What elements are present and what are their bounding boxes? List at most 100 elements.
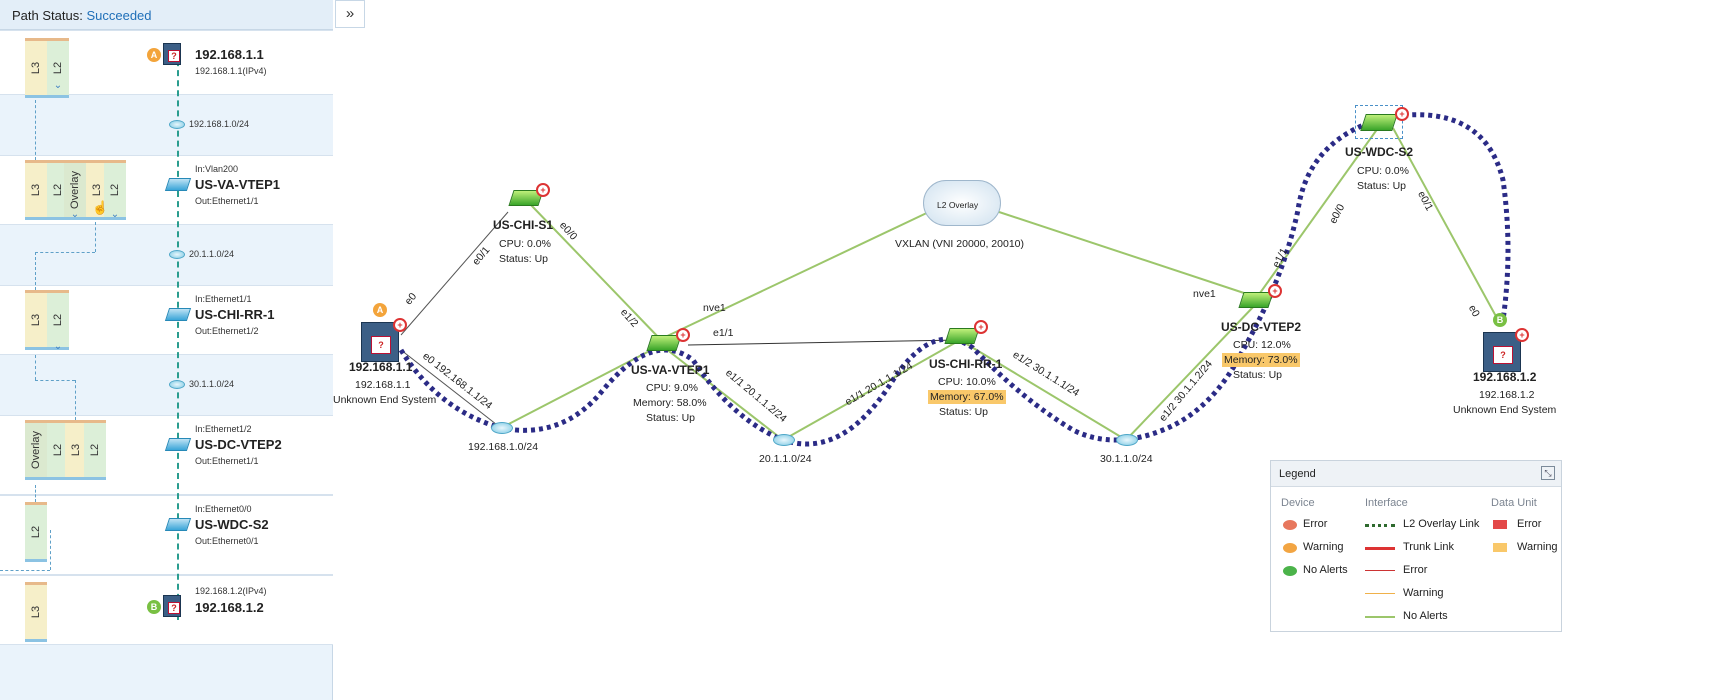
legend-data-heading: Data Unit [1491, 497, 1537, 509]
data-warning-swatch [1493, 543, 1507, 552]
subnet-row [0, 355, 333, 415]
legend-item: Error [1403, 564, 1428, 576]
chevron-down-icon[interactable]: ⌄ [53, 341, 63, 352]
source-badge: A [373, 303, 387, 317]
link-host1-subnet1[interactable] [400, 349, 502, 429]
hop-address: 192.168.1.2(IPv4) [195, 586, 267, 596]
cloud-icon[interactable] [923, 180, 1001, 226]
link-wdc-host2[interactable] [1392, 127, 1499, 321]
link-subnet2-rr[interactable] [782, 339, 961, 441]
layer-l2[interactable]: L2 [25, 502, 47, 562]
layer-l2[interactable]: L2 [84, 420, 106, 480]
layer-connector [95, 222, 96, 252]
warning-link-swatch [1365, 593, 1395, 594]
destination-badge: B [1493, 313, 1507, 327]
layer-l2[interactable]: L2 [47, 38, 69, 98]
layer-l3[interactable]: L3 [25, 160, 47, 220]
layer-connector [35, 252, 36, 290]
legend-device-heading: Device [1281, 497, 1315, 509]
node-type: Unknown End System [333, 394, 437, 406]
path-status-value: Succeeded [86, 8, 152, 23]
chevron-down-icon[interactable]: ⌄ [53, 80, 63, 91]
layer-l2[interactable]: L2 [47, 290, 69, 350]
link-chi-va[interactable] [530, 204, 662, 341]
link-host1-chi[interactable] [400, 211, 509, 336]
subnet-label: 30.1.1.0/24 [1100, 453, 1153, 465]
layer-overlay[interactable]: Overlay [25, 420, 47, 480]
node-cpu: CPU: 10.0% [938, 376, 996, 388]
link-rr-subnet3[interactable] [959, 339, 1127, 441]
node-type: Unknown End System [1453, 404, 1557, 416]
error-badge-icon: + [1515, 328, 1529, 342]
subnet-label: 20.1.1.0/24 [759, 453, 812, 465]
subnet-icon [169, 380, 185, 389]
subnet-icon [169, 120, 185, 129]
subnet-row [0, 225, 333, 285]
device-ok-icon [1283, 566, 1297, 576]
layer-l3[interactable]: L3 [25, 38, 47, 98]
link-va-cloud[interactable] [662, 209, 934, 339]
device-warning-icon [1283, 543, 1297, 553]
topology-map: L2 Overlay VXLAN (VNI 20000, 20010) + US… [333, 0, 1710, 700]
layer-connector [35, 485, 36, 502]
layer-connector [0, 570, 50, 571]
end-system-icon: ? [163, 595, 181, 617]
subnet-icon[interactable] [773, 434, 795, 446]
link-va-rr[interactable] [687, 339, 961, 346]
node-cpu: CPU: 0.0% [499, 238, 551, 250]
error-badge-icon: + [676, 328, 690, 342]
layer-l3[interactable]: L3 [86, 160, 108, 220]
legend-item: Error [1517, 518, 1542, 530]
layer-l3[interactable]: L3 [65, 420, 87, 480]
hop-row-wdc-s2[interactable] [0, 495, 333, 575]
link-cloud-dc[interactable] [992, 209, 1254, 297]
device-error-icon [1283, 520, 1297, 530]
subnet-label: 192.168.1.0/24 [189, 119, 250, 129]
subnet-icon [169, 250, 185, 259]
expand-icon[interactable]: ⤡ [1541, 466, 1555, 480]
subnet-icon[interactable] [1116, 434, 1138, 446]
node-name: US-WDC-S2 [1345, 145, 1413, 159]
switch-icon[interactable] [1360, 114, 1398, 131]
legend-item: Warning [1303, 541, 1344, 553]
link-subnet3-dc[interactable] [1125, 304, 1256, 441]
layer-connector [50, 530, 51, 570]
node-ip: 192.168.1.1 [355, 379, 411, 391]
legend-item: No Alerts [1303, 564, 1348, 576]
end-system-icon[interactable]: ? [1483, 332, 1521, 372]
legend-item: Warning [1403, 587, 1444, 599]
link-dc-wdc[interactable] [1254, 127, 1379, 301]
end-system-icon[interactable]: ? [361, 322, 399, 362]
hop-name: 192.168.1.1 [195, 47, 264, 62]
layer-overlay[interactable]: Overlay [64, 160, 86, 220]
legend-title: Legend [1279, 468, 1316, 480]
chevron-down-icon[interactable]: ⌄ [70, 209, 80, 220]
subnet-icon[interactable] [491, 422, 513, 434]
layer-l3[interactable]: L3 [25, 290, 47, 350]
hop-in-interface: In:Ethernet1/2 [195, 424, 252, 434]
legend-item: Error [1303, 518, 1328, 530]
node-name: US-VA-VTEP1 [631, 363, 710, 377]
end-system-icon: ? [163, 43, 181, 65]
layer-l3[interactable]: L3 [25, 582, 47, 642]
node-cpu: CPU: 12.0% [1233, 339, 1291, 351]
trunk-link-swatch [1365, 547, 1395, 550]
hop-address: 192.168.1.1(IPv4) [195, 66, 267, 76]
subnet-row [0, 95, 333, 155]
hop-in-interface: In:Ethernet0/0 [195, 504, 252, 514]
hop-out-interface: Out:Ethernet1/1 [195, 456, 259, 466]
layer-l2[interactable]: L2 [47, 160, 69, 220]
link-va-subnet2[interactable] [660, 344, 784, 441]
node-status: Status: Up [499, 253, 549, 265]
chevron-down-icon[interactable]: ⌄ [110, 209, 120, 220]
layer-l2[interactable]: L2 [47, 420, 69, 480]
error-badge-icon: + [1395, 107, 1409, 121]
interface-label: e1/1 [713, 327, 734, 339]
node-memory-warning: Memory: 67.0% [928, 390, 1006, 404]
ok-link-swatch [1365, 616, 1395, 618]
interface-label: nve1 [703, 302, 726, 314]
error-badge-icon: + [1268, 284, 1282, 298]
collapse-panel-button[interactable]: » [335, 0, 365, 28]
layer-l2[interactable]: L2 [104, 160, 126, 220]
legend-item: No Alerts [1403, 610, 1448, 622]
